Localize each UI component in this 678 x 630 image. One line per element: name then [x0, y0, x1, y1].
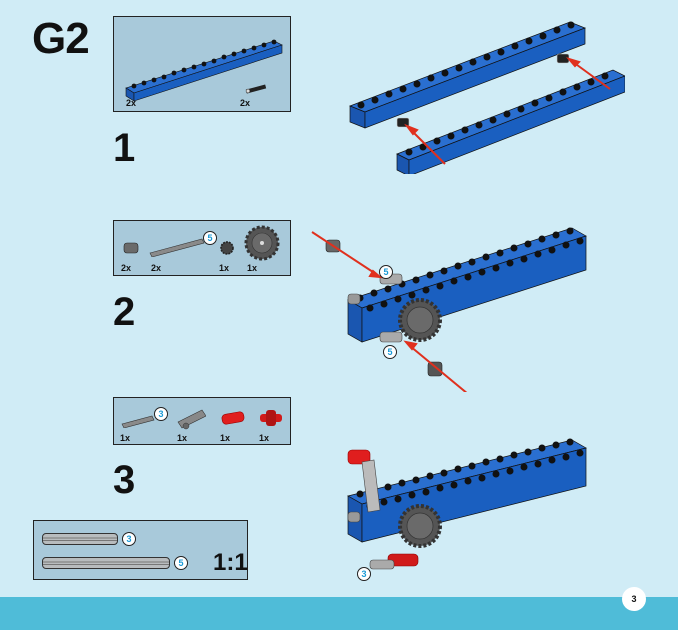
part-qty: 2x [151, 263, 162, 273]
gray-lever-icon [177, 409, 206, 430]
axle-length-callout: 5 [383, 345, 397, 359]
axle-length-callout: 3 [357, 567, 371, 581]
part-qty: 1x [220, 433, 231, 443]
blue-technic-beam-icon [125, 39, 283, 102]
axle-icon [149, 238, 205, 257]
step-1-parts-box: 2x 2x [113, 16, 291, 112]
axle-5-scale [42, 557, 170, 569]
step-3-assembly-illustration [347, 438, 587, 570]
large-gear-icon [244, 225, 280, 261]
part-qty: 2x [126, 98, 137, 108]
step-3-parts-box: 3 1x 1x 1x 1x [113, 397, 291, 445]
scale-ratio: 1:1 [213, 549, 248, 576]
part-qty: 1x [120, 433, 131, 443]
step-1-assembly-illustration [349, 21, 625, 174]
black-pin-icon [245, 84, 267, 94]
page-number-badge: 3 [622, 587, 646, 611]
axle-length-badge: 3 [154, 407, 168, 421]
part-qty: 1x [219, 263, 230, 273]
axle-length-badge: 5 [203, 231, 217, 245]
gray-bush-icon [123, 242, 139, 254]
part-qty: 1x [247, 263, 258, 273]
red-connector-icon [221, 411, 245, 425]
step-2-assembly-illustration [311, 227, 587, 392]
step-2-parts-box: 5 2x 2x 1x 1x [113, 220, 291, 276]
step-number: 3 [113, 458, 136, 502]
part-qty: 1x [259, 433, 270, 443]
part-qty: 2x [240, 98, 251, 108]
page-code: G2 [32, 14, 90, 63]
red-cross-block-icon [260, 410, 282, 426]
part-qty: 2x [121, 263, 132, 273]
axle-length-badge: 5 [174, 556, 188, 570]
step-number: 1 [113, 126, 136, 170]
small-gear-icon [220, 241, 234, 255]
step-number: 2 [113, 290, 136, 334]
scale-reference-box: 3 5 1:1 [33, 520, 248, 580]
footer-band [0, 597, 678, 630]
axle-length-callout: 5 [379, 265, 393, 279]
axle-icon [121, 415, 155, 428]
axle-length-badge: 3 [122, 532, 136, 546]
part-qty: 1x [177, 433, 188, 443]
axle-3-scale [42, 533, 118, 545]
